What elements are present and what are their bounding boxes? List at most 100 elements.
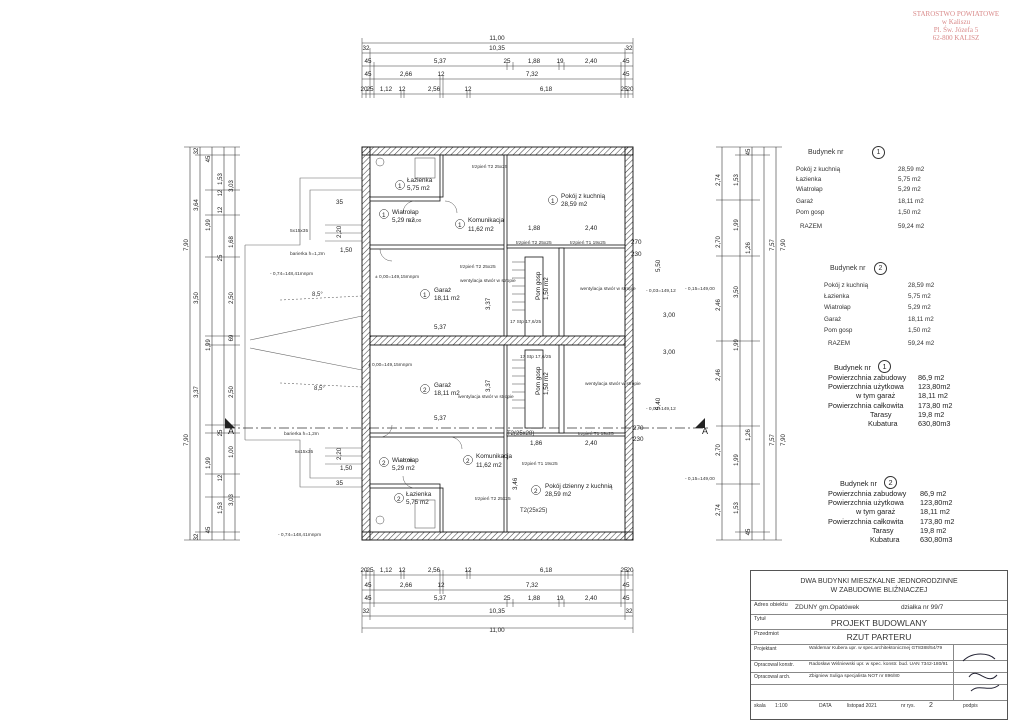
- svg-text:1,99: 1,99: [734, 454, 740, 466]
- svg-text:270: 270: [631, 239, 642, 246]
- svg-text:45: 45: [746, 148, 752, 155]
- svg-text:32: 32: [194, 533, 200, 540]
- bottom-dimension-chain: [361, 570, 634, 633]
- svg-text:3,00: 3,00: [663, 312, 676, 319]
- plot-number: działka nr 99/7: [901, 604, 944, 611]
- svg-text:3,37: 3,37: [485, 297, 492, 310]
- svg-text:230: 230: [633, 436, 644, 443]
- svg-text:25: 25: [366, 86, 374, 93]
- svg-text:± 0,00: ± 0,00: [399, 458, 413, 464]
- svg-text:2,70: 2,70: [716, 444, 722, 456]
- svg-text:3,37: 3,37: [194, 386, 200, 398]
- svg-text:1,12: 1,12: [380, 567, 393, 574]
- svg-text:2,74: 2,74: [716, 504, 722, 516]
- svg-text:Wiatrołap: Wiatrołap: [392, 457, 419, 464]
- drawing-title: RZUT PARTERU: [846, 632, 912, 642]
- svg-text:± 0,00=149,15mnpm: ± 0,00=149,15mnpm: [368, 362, 412, 368]
- svg-text:5,37: 5,37: [434, 415, 447, 422]
- svg-text:1,68: 1,68: [229, 236, 235, 248]
- svg-text:5,29 m2: 5,29 m2: [392, 217, 415, 224]
- room-garaz-1: 1 Garaż 18,11 m2: [420, 287, 460, 302]
- interior-walls: [369, 154, 626, 533]
- plan-dims-inner: 3,00 3,00 270 230 270 230 5,50 5,40 5,37…: [336, 199, 676, 490]
- svg-text:7,32: 7,32: [526, 582, 539, 589]
- svg-text:3,50: 3,50: [194, 292, 200, 304]
- svg-text:19: 19: [556, 595, 564, 602]
- svg-text:32: 32: [625, 45, 633, 52]
- svg-text:3,46: 3,46: [512, 477, 519, 490]
- svg-text:T2(25x25): T2(25x25): [520, 508, 547, 514]
- svg-text:25: 25: [503, 58, 511, 65]
- object-name: DWA BUDYNKI MIESZKALNE JEDNORODZINNE: [800, 578, 958, 585]
- svg-text:trzpień T2 25x25: trzpień T2 25x25: [472, 164, 508, 170]
- svg-text:- 0,15=149,00: - 0,15=149,00: [685, 476, 715, 482]
- svg-text:12: 12: [464, 567, 472, 574]
- building-2-summary: Budynek nr 2 Powierzchnia zabudowy 86,9 …: [828, 476, 955, 544]
- svg-text:- 0,03=149,12: - 0,03=149,12: [646, 406, 676, 412]
- room-wiatrolap-2: 2 Wiatrołap 5,29 m2: [379, 457, 419, 472]
- svg-text:trzpień T2 25x25: trzpień T2 25x25: [460, 264, 496, 270]
- building-1-rooms-table: Budynek nr 1 Pokój z kuchnią 28,59 m2 Ła…: [796, 146, 946, 236]
- svg-text:Łazienka: Łazienka: [407, 177, 433, 184]
- left-dimension-chain: [184, 146, 240, 541]
- room-pomgosp-2: Pom gosp 1,50 m2: [535, 366, 550, 395]
- svg-text:20: 20: [626, 567, 634, 574]
- svg-text:45: 45: [622, 71, 630, 78]
- svg-text:25: 25: [503, 595, 511, 602]
- svg-text:2,56: 2,56: [428, 567, 441, 574]
- svg-text:7,57: 7,57: [770, 239, 776, 251]
- svg-text:28,59 m2: 28,59 m2: [561, 201, 588, 208]
- svg-text:28,59 m2: 28,59 m2: [545, 491, 572, 498]
- top-dimension-labels: 11,00 32 10,35 32 45 5,37 25 1,88 19 2,4…: [360, 35, 634, 93]
- svg-text:2,66: 2,66: [400, 71, 413, 78]
- room-komunikacja-1: 1 Komunikacja 11,62 m2: [455, 217, 505, 233]
- svg-text:2,40: 2,40: [585, 58, 598, 65]
- dim-total-top: 11,00: [489, 35, 505, 42]
- svg-text:18,11 m2: 18,11 m2: [434, 390, 460, 397]
- svg-text:35: 35: [336, 480, 344, 487]
- svg-text:32: 32: [362, 45, 370, 52]
- svg-text:± 0,00: ± 0,00: [408, 218, 422, 224]
- svg-text:45: 45: [622, 595, 630, 602]
- svg-text:1,99: 1,99: [206, 457, 212, 469]
- svg-text:32: 32: [625, 608, 633, 615]
- svg-text:1: 1: [458, 222, 462, 229]
- svg-text:20: 20: [360, 567, 368, 574]
- svg-text:2: 2: [534, 488, 538, 495]
- svg-text:7,90: 7,90: [781, 239, 787, 251]
- svg-text:25: 25: [366, 567, 374, 574]
- svg-text:1: 1: [551, 198, 555, 205]
- svg-text:7,57: 7,57: [770, 434, 776, 446]
- svg-text:5x15x35: 5x15x35: [295, 449, 313, 455]
- svg-text:69: 69: [229, 334, 235, 341]
- svg-text:45: 45: [364, 582, 372, 589]
- svg-text:45: 45: [364, 58, 372, 65]
- svg-text:1: 1: [382, 212, 386, 219]
- svg-text:1,99: 1,99: [734, 219, 740, 231]
- svg-text:1,53: 1,53: [218, 173, 224, 185]
- svg-text:barierka h=1,2m: barierka h=1,2m: [290, 251, 325, 257]
- date-value: listopad 2021: [847, 703, 877, 709]
- svg-text:45: 45: [622, 58, 630, 65]
- svg-text:2: 2: [397, 496, 401, 503]
- svg-text:20: 20: [360, 86, 368, 93]
- svg-text:1,53: 1,53: [734, 502, 740, 514]
- svg-text:2: 2: [466, 458, 470, 465]
- svg-text:25: 25: [620, 86, 628, 93]
- svg-text:11,62 m2: 11,62 m2: [476, 462, 502, 469]
- address: ZDUNY gm.Opatówek: [795, 604, 860, 611]
- svg-text:35: 35: [336, 199, 344, 206]
- svg-text:10,35: 10,35: [489, 45, 505, 52]
- left-dimension-labels: 7,90 7,90 32 45 3,03 1,53 12 3,64 1,99 1…: [184, 147, 235, 540]
- svg-text:1: 1: [423, 292, 427, 299]
- svg-text:wentylacja stwór w stropie: wentylacja stwór w stropie: [585, 381, 641, 387]
- room-pokoj-2: 2 Pokój dzienny z kuchnią 28,59 m2: [531, 483, 613, 498]
- site-outline: [244, 177, 363, 488]
- svg-text:- 0,03=149,12: - 0,03=149,12: [646, 288, 676, 294]
- svg-text:45: 45: [622, 582, 630, 589]
- plan-notes: trzpień T2 25x25 trzpień T2 25x25 trzpie…: [270, 164, 715, 538]
- svg-text:7,90: 7,90: [184, 239, 190, 251]
- svg-text:Komunikacja: Komunikacja: [468, 217, 505, 224]
- svg-text:5,29 m2: 5,29 m2: [392, 465, 415, 472]
- room-lazienka-2: 2 Łazienka 5,75 m2: [394, 491, 432, 506]
